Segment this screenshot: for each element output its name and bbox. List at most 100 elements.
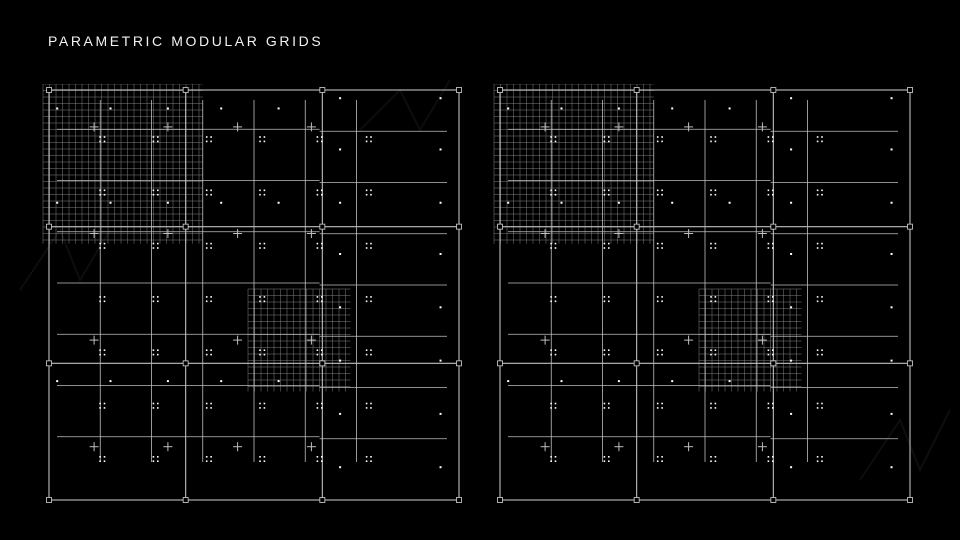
junction-dot xyxy=(263,140,266,143)
junction-dot xyxy=(370,189,372,192)
junction-dot xyxy=(259,407,261,409)
junction-dot xyxy=(772,296,774,298)
junction-dot xyxy=(767,300,770,303)
single-dot xyxy=(339,148,342,151)
junction-dot xyxy=(205,460,208,462)
grid-node xyxy=(497,360,503,367)
junction-dot xyxy=(767,140,770,143)
junction-dot xyxy=(608,300,610,303)
junction-dot xyxy=(554,189,557,192)
junction-dot xyxy=(816,242,819,245)
outer-frame xyxy=(48,89,460,501)
junction-dot xyxy=(714,247,717,249)
junction-dot xyxy=(710,349,712,351)
junction-dot xyxy=(99,136,101,138)
modular-grid-diagram-right xyxy=(493,84,913,503)
junction-dot xyxy=(316,300,319,303)
junction-dot xyxy=(772,402,774,405)
junction-dot xyxy=(608,242,610,245)
junction-dot xyxy=(321,140,323,143)
junction-dot xyxy=(365,242,368,245)
crosshair-markers xyxy=(89,122,316,452)
junction-dot xyxy=(370,407,372,409)
junction-dot xyxy=(710,140,712,143)
junction-dot xyxy=(821,407,823,409)
grid-node xyxy=(46,223,52,230)
single-dot xyxy=(617,380,620,383)
junction-dot xyxy=(603,349,606,351)
grid-node xyxy=(319,497,326,503)
junction-dot xyxy=(661,353,663,356)
junction-dot xyxy=(263,136,266,138)
junction-dot xyxy=(554,456,557,458)
junction-dot xyxy=(370,242,372,245)
junction-dot xyxy=(550,189,552,192)
grid-node xyxy=(456,223,462,230)
junction-dot xyxy=(554,140,557,143)
junction-dot xyxy=(99,349,101,351)
junction-dot xyxy=(316,353,319,356)
grid-node xyxy=(770,360,777,367)
junction-dot xyxy=(816,353,819,356)
junction-dot xyxy=(821,353,823,356)
junction-dot xyxy=(603,242,606,245)
single-dot xyxy=(560,107,563,110)
single-dot xyxy=(790,466,793,469)
junction-dot xyxy=(103,353,106,356)
junction-dot xyxy=(321,349,323,351)
junction-dot xyxy=(821,140,823,143)
junction-dot xyxy=(550,193,552,196)
junction-dot xyxy=(99,300,101,303)
junction-dot xyxy=(365,140,368,143)
grid-node xyxy=(633,360,640,367)
junction-dot xyxy=(152,140,155,143)
junction-dot xyxy=(772,136,774,138)
grid-node xyxy=(46,497,52,503)
grid-node xyxy=(497,87,503,93)
junction-dot xyxy=(103,193,106,196)
grid-node xyxy=(182,223,189,230)
single-dot xyxy=(890,306,893,309)
single-dot xyxy=(166,107,169,110)
junction-dot xyxy=(603,407,606,409)
junction-dot xyxy=(263,460,266,462)
grid-node xyxy=(907,360,913,367)
junction-dot xyxy=(603,193,606,196)
junction-dot xyxy=(316,247,319,249)
junction-dot xyxy=(157,242,159,245)
single-dot xyxy=(790,306,793,309)
junction-dot xyxy=(816,456,819,458)
junction-dot xyxy=(263,193,266,196)
junction-dot xyxy=(710,402,712,405)
junction-dot xyxy=(816,247,819,249)
junction-dot xyxy=(550,140,552,143)
junction-dot xyxy=(152,242,155,245)
junction-dot xyxy=(152,296,155,298)
junction-dot xyxy=(210,193,212,196)
junction-dot xyxy=(767,296,770,298)
junction-dot xyxy=(661,407,663,409)
junction-dot xyxy=(608,456,610,458)
junction-dot xyxy=(821,247,823,249)
junction-dot xyxy=(370,460,372,462)
single-dot xyxy=(728,107,731,110)
junction-dot xyxy=(603,136,606,138)
single-dot xyxy=(890,359,893,362)
junction-dot xyxy=(554,300,557,303)
junction-dot xyxy=(103,300,106,303)
single-dot xyxy=(439,412,442,415)
single-dot xyxy=(220,201,223,204)
grid-node xyxy=(770,223,777,230)
junction-dot xyxy=(772,193,774,196)
junction-dot xyxy=(157,247,159,249)
junction-dot xyxy=(767,193,770,196)
junction-dot xyxy=(661,296,663,298)
junction-dot xyxy=(152,136,155,138)
fine-grid-region xyxy=(247,288,351,392)
junction-dot xyxy=(365,193,368,196)
junction-dot xyxy=(103,456,106,458)
junction-dot xyxy=(365,300,368,303)
junction-dot xyxy=(554,247,557,249)
junction-dot xyxy=(370,456,372,458)
junction-dot xyxy=(714,402,717,405)
